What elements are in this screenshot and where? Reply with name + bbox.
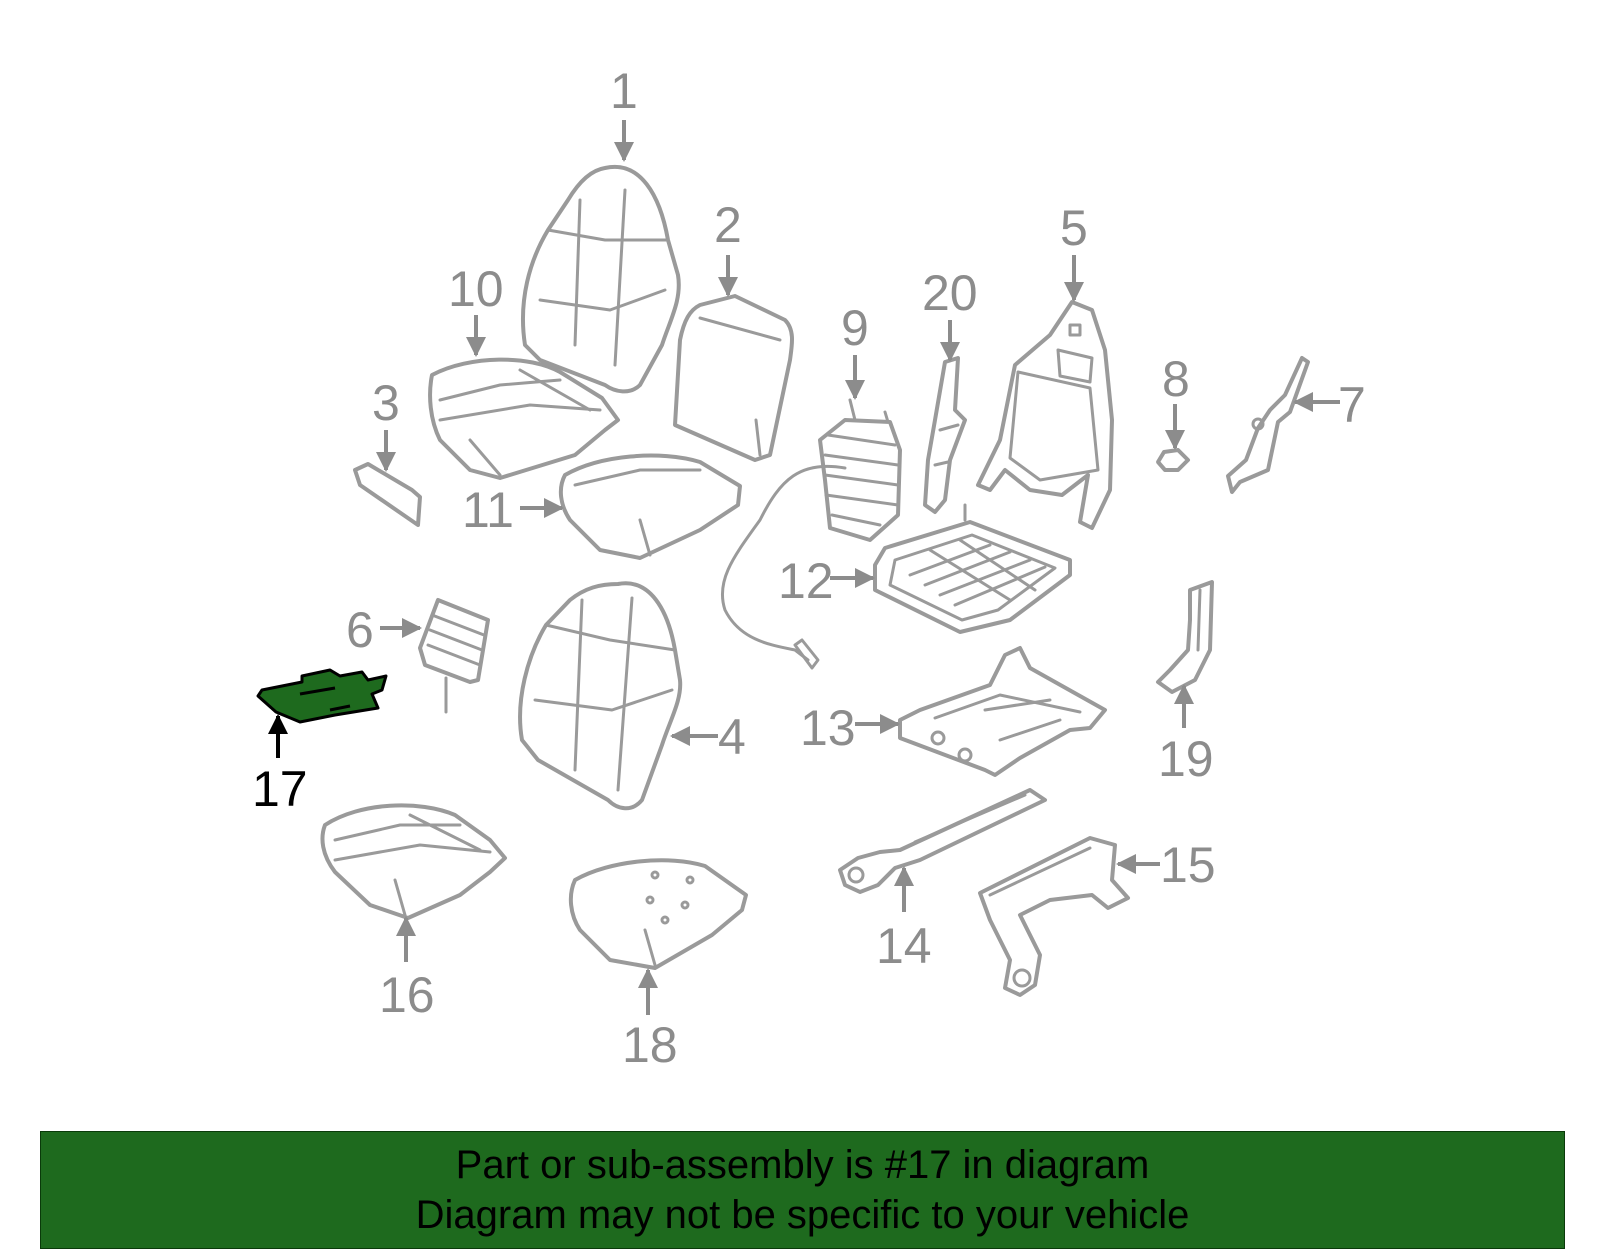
part-7-bracket[interactable] <box>1226 356 1310 494</box>
part-1-seat-back-cover[interactable] <box>521 164 681 394</box>
part-8-clip[interactable] <box>1156 448 1190 472</box>
callout-7[interactable]: 7 <box>1338 377 1366 433</box>
callout-11[interactable]: 11 <box>462 482 514 538</box>
part-10-seat-cushion-cover[interactable] <box>428 357 620 480</box>
callout-4[interactable]: 4 <box>718 709 746 765</box>
part-13-seat-pan[interactable] <box>898 646 1107 777</box>
callout-3[interactable]: 3 <box>372 375 400 431</box>
callout-9[interactable]: 9 <box>841 300 869 356</box>
callout-17[interactable]: 17 <box>252 761 308 817</box>
callout-20[interactable]: 20 <box>922 265 978 321</box>
callout-14[interactable]: 14 <box>876 918 932 974</box>
callout-19[interactable]: 19 <box>1158 731 1214 787</box>
part-4-seat-back-cover[interactable] <box>518 581 683 811</box>
callout-2[interactable]: 2 <box>714 197 742 253</box>
part-17-seat-heater-element[interactable] <box>256 668 388 724</box>
callout-16[interactable]: 16 <box>379 967 435 1023</box>
callout-1[interactable]: 1 <box>610 63 638 119</box>
callout-5[interactable]: 5 <box>1060 200 1088 256</box>
callout-12[interactable]: 12 <box>778 553 834 609</box>
part-6-side-panel[interactable] <box>418 598 490 714</box>
info-banner: Part or sub-assembly is #17 in diagram D… <box>40 1131 1565 1249</box>
callout-15[interactable]: 15 <box>1160 837 1216 893</box>
seat-parts-diagram: 1 2 3 4 5 6 <box>252 63 1366 1073</box>
part-19-side-bracket[interactable] <box>1156 580 1214 694</box>
callout-6[interactable]: 6 <box>346 602 374 658</box>
callout-18[interactable]: 18 <box>622 1017 678 1073</box>
part-18-seat-cushion-pad[interactable] <box>568 858 748 970</box>
part-9-lumbar-support[interactable] <box>720 398 902 670</box>
part-2-seat-back-panel[interactable] <box>673 294 794 462</box>
callout-10[interactable]: 10 <box>448 261 504 317</box>
part-5-seat-back-frame[interactable] <box>976 300 1114 530</box>
part-14-seat-track[interactable] <box>838 788 1047 894</box>
part-12-seat-cushion-frame[interactable] <box>873 503 1072 634</box>
part-15-seat-track[interactable] <box>978 836 1130 997</box>
part-11-seat-cushion-pad[interactable] <box>558 453 742 560</box>
banner-line-part-number: Part or sub-assembly is #17 in diagram <box>455 1143 1150 1187</box>
part-20-side-trim[interactable] <box>923 356 967 514</box>
callout-13[interactable]: 13 <box>800 700 856 756</box>
banner-line-disclaimer: Diagram may not be specific to your vehi… <box>415 1193 1190 1237</box>
part-3-trim-cover[interactable] <box>353 462 422 527</box>
callout-8[interactable]: 8 <box>1162 351 1190 407</box>
part-16-seat-cushion-cover[interactable] <box>320 803 507 920</box>
